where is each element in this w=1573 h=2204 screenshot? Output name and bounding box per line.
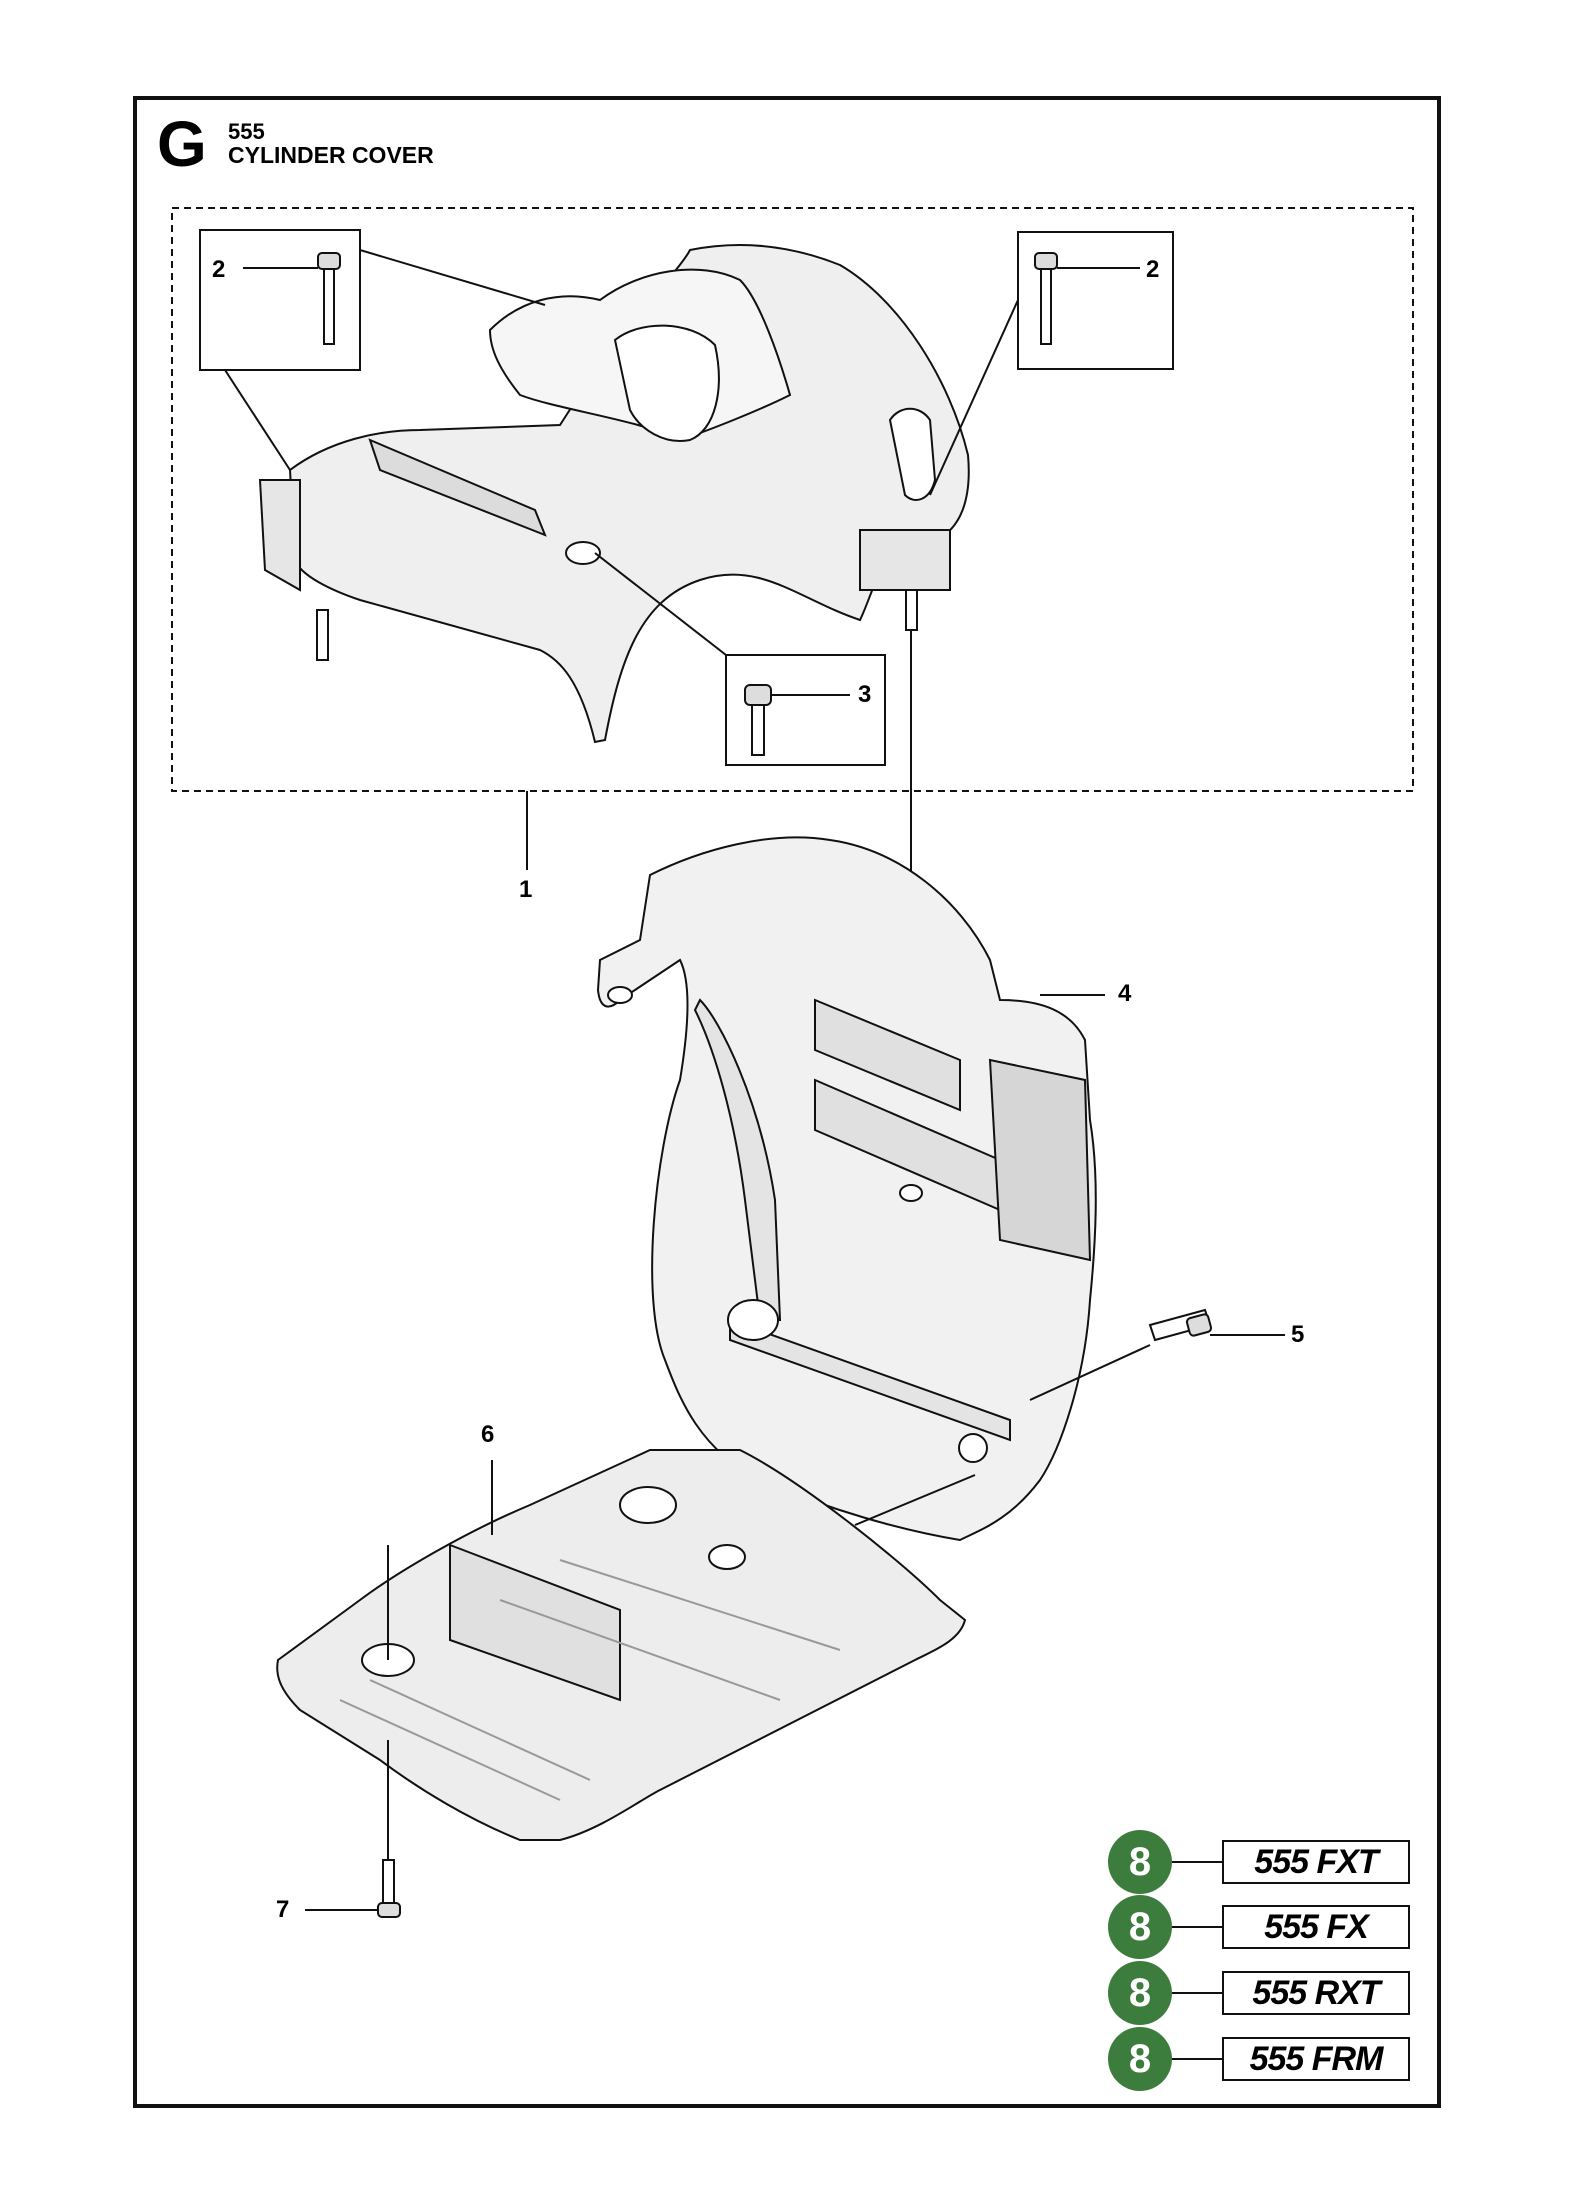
top-cover-shape [258,244,970,744]
model-label: 555 FX [1222,1905,1410,1949]
callout-6: 6 [481,1421,495,1448]
section-letter: G [157,108,207,180]
model-label: 555 FRM [1222,2037,1410,2081]
screw-3-icon [744,684,772,756]
callout-7: 7 [276,1896,290,1923]
leader-2a-b [224,369,291,471]
leader-6b [854,1474,976,1526]
section-title: CYLINDER COVER [228,142,434,168]
leader-5b [1029,1344,1151,1401]
leader-2b [929,299,1019,496]
screw-2a-box [200,229,361,250]
callout-4: 4 [1118,980,1132,1007]
badge-connector [1172,2058,1222,2060]
leader-2a-a [359,249,546,306]
pin-right [905,589,918,631]
page-number-badge: 8 [1108,2027,1172,2091]
badge-connector [1172,1992,1222,1994]
screw-7-icon [377,1859,401,1918]
pin-left [316,609,329,661]
callout-1: 1 [519,876,533,903]
model-badge-555-frm[interactable]: 8 555 FRM [1108,2027,1428,2093]
model-badge-555-rxt[interactable]: 8 555 RXT [1108,1961,1428,2027]
bottom-plate-shape [276,1449,967,1841]
model-label: 555 RXT [1222,1971,1410,2015]
callout-2-right: 2 [1146,256,1160,283]
screw-3-frame [725,654,886,766]
screw-2a-icon [317,252,341,345]
page-number-badge: 8 [1108,1961,1172,2025]
diagram-frame [133,96,1441,2108]
page-number-badge: 8 [1108,1830,1172,1894]
model-badge-555-fx[interactable]: 8 555 FX [1108,1895,1428,1961]
model-code: 555 [228,119,265,144]
model-badge-555-fxt[interactable]: 8 555 FXT [1108,1830,1428,1896]
page-number-badge: 8 [1108,1895,1172,1959]
screw-2a-frame [199,229,361,371]
badge-connector [1172,1926,1222,1928]
badge-connector [1172,1861,1222,1863]
callout-5: 5 [1291,1321,1305,1348]
leader-3 [594,552,727,656]
shroud-shape [596,836,1097,1542]
model-label: 555 FXT [1222,1840,1410,1884]
callout-3: 3 [858,681,872,708]
callout-2-left: 2 [212,256,226,283]
screw-2b-icon [1034,252,1058,345]
screw-5-icon [1148,1308,1213,1342]
